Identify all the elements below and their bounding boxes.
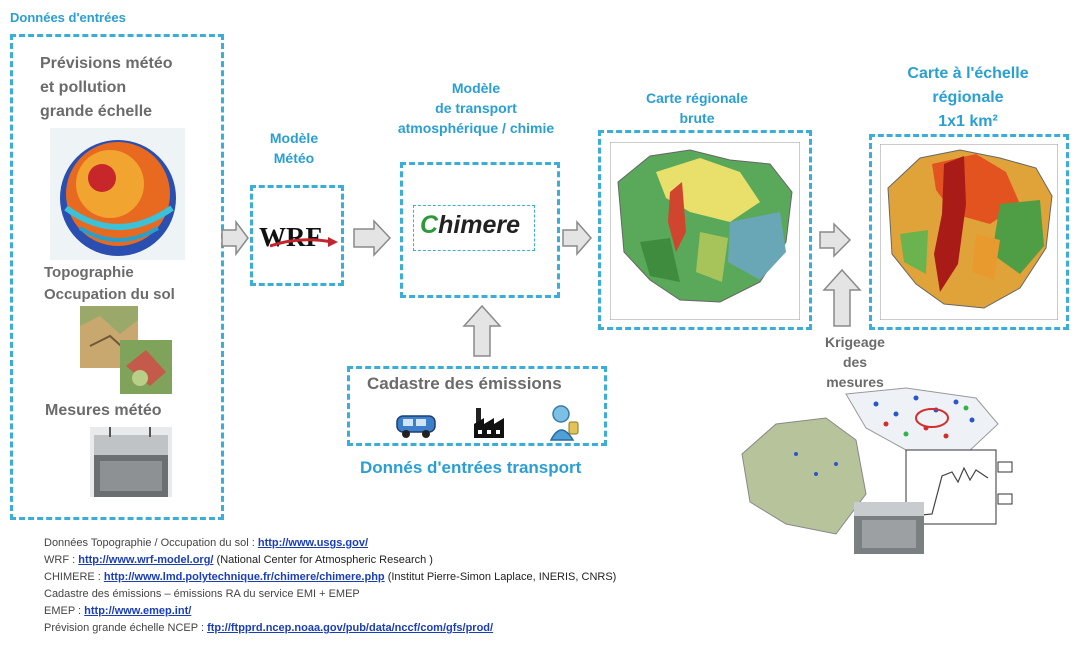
wrf-box: [250, 185, 344, 286]
chimere-box: [400, 162, 560, 298]
inputs-box: [10, 34, 224, 520]
cadastre-footer: Donnés d'entrées transport: [360, 458, 582, 477]
reference-item: EMEP : http://www.emep.int/: [44, 605, 192, 617]
final-regional-map-image: [880, 144, 1058, 320]
meteo-model-label: Modèle Météo: [269, 130, 319, 166]
farmer-icon: [549, 405, 579, 441]
cadastre-title: Cadastre des émissions: [367, 374, 562, 393]
reference-link[interactable]: http://www.lmd.polytechnique.fr/chimere/…: [103, 571, 385, 583]
reference-link[interactable]: ftp://ftpprd.ncep.noaa.gov/pub/data/nccf…: [207, 622, 494, 634]
wrf-swoosh-icon: [270, 237, 338, 248]
raw-map-box: [598, 130, 812, 330]
reference-link[interactable]: http://www.emep.int/: [84, 605, 192, 617]
mesures-label: Mesures météo: [45, 402, 162, 419]
car-icon: [396, 415, 436, 438]
weather-station-image: [90, 427, 172, 497]
reference-item: WRF : http://www.wrf-model.org/ (Nationa…: [44, 554, 433, 566]
references-list: Données Topographie / Occupation du sol …: [44, 535, 616, 637]
reference-link[interactable]: http://www.usgs.gov/: [257, 537, 369, 549]
forecast-label: Prévisions météo et pollution grande éch…: [40, 55, 173, 120]
chimere-logo-frame: [413, 205, 535, 251]
regional-raw-label: Carte régionale brute: [646, 90, 748, 126]
krigeage-label: Krigeage des mesures: [825, 334, 885, 390]
arrow-right-icon: [819, 222, 852, 258]
reference-item: CHIMERE : http://www.lmd.polytechnique.f…: [44, 571, 617, 583]
cadastre-box: [347, 366, 607, 446]
topo-label: Topographie Occupation du sol: [44, 264, 175, 303]
final-map-box: [869, 134, 1069, 330]
reference-item: Données Topographie / Occupation du sol …: [44, 537, 369, 549]
factory-icon: [474, 408, 504, 438]
chimere-logo: Chimere: [420, 211, 521, 239]
krigeage-collage-image: [741, 387, 1013, 554]
arrow-up-icon: [822, 268, 862, 327]
wrf-logo: WRF: [259, 222, 322, 252]
arrow-right-icon: [353, 219, 392, 257]
inputs-header: Données d'entrées: [10, 10, 126, 25]
topography-images: [80, 306, 172, 394]
arrow-right-icon: [221, 220, 249, 256]
regional-final-label: Carte à l'échelle régionale 1x1 km²: [907, 65, 1029, 130]
reference-link[interactable]: http://www.wrf-model.org/: [78, 554, 214, 566]
arrow-up-icon: [462, 304, 502, 357]
reference-item: Prévision grande échelle NCEP : ftp://ft…: [44, 622, 494, 634]
transport-model-label: Modèle de transport atmosphérique / chim…: [397, 80, 555, 136]
globe-forecast-image: [50, 128, 185, 260]
arrow-right-icon: [562, 220, 592, 256]
reference-item: Cadastre des émissions – émissions RA du…: [44, 588, 360, 600]
raw-regional-map-image: [610, 142, 800, 320]
